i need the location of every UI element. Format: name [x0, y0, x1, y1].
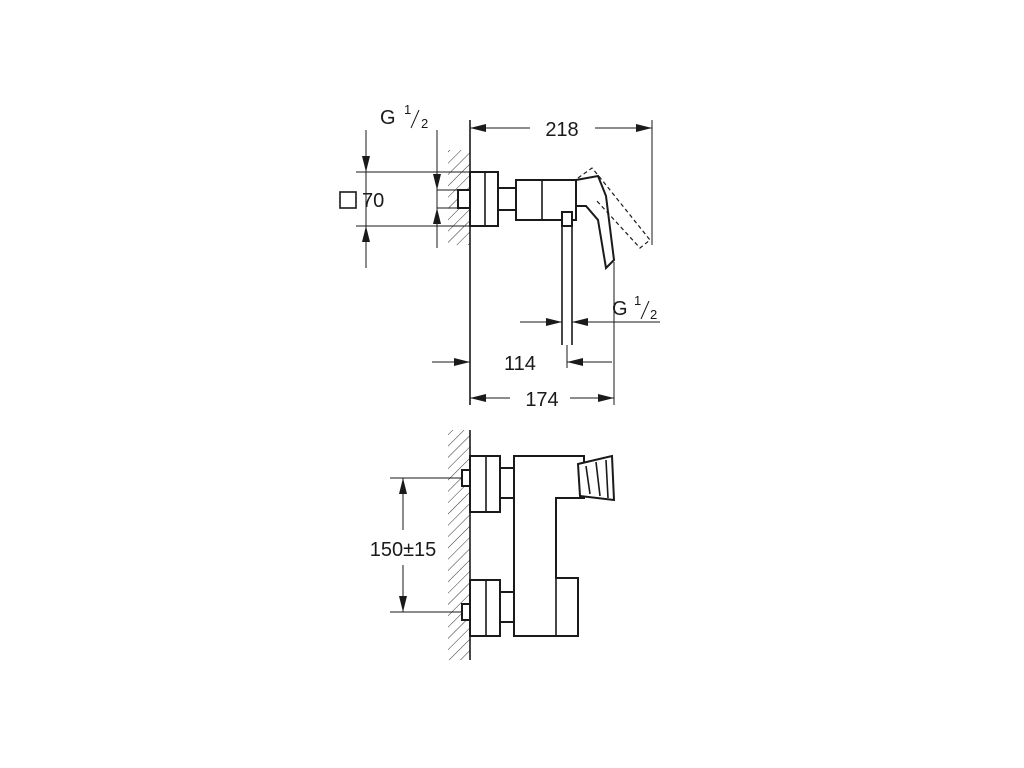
dim-outlet-distance: 114: [504, 353, 536, 375]
dim-overall-projection: 218: [545, 119, 578, 141]
svg-text:G: G: [380, 107, 396, 129]
thread-label-inlet: G 1 2: [380, 102, 458, 248]
rosette-size-label: 70: [339, 130, 470, 268]
svg-text:1: 1: [634, 293, 641, 308]
dim-inlet-centres: 150±15: [370, 539, 437, 561]
connector-top: [497, 187, 517, 211]
svg-text:G: G: [612, 298, 628, 320]
wall-hatch-bottom: [448, 430, 470, 660]
mixer-body-front: [513, 455, 585, 637]
rosette-top: [469, 171, 499, 227]
lever-alternate-position: [577, 167, 651, 249]
svg-text:2: 2: [650, 307, 657, 322]
side-view: 218 G 1 2 70 G: [339, 102, 660, 411]
lever-front: [576, 454, 616, 502]
svg-text:1: 1: [404, 102, 411, 117]
svg-text:70: 70: [362, 190, 384, 212]
upper-rosette: [469, 455, 501, 513]
lever-top: [575, 174, 616, 271]
thread-label-outlet: G 1 2: [520, 293, 660, 326]
svg-text:2: 2: [421, 116, 428, 131]
lower-rosette: [469, 579, 501, 637]
front-view: 150±15: [370, 430, 616, 660]
outlet-nozzle-top: [561, 211, 573, 227]
dim-body-depth: 174: [525, 389, 558, 411]
